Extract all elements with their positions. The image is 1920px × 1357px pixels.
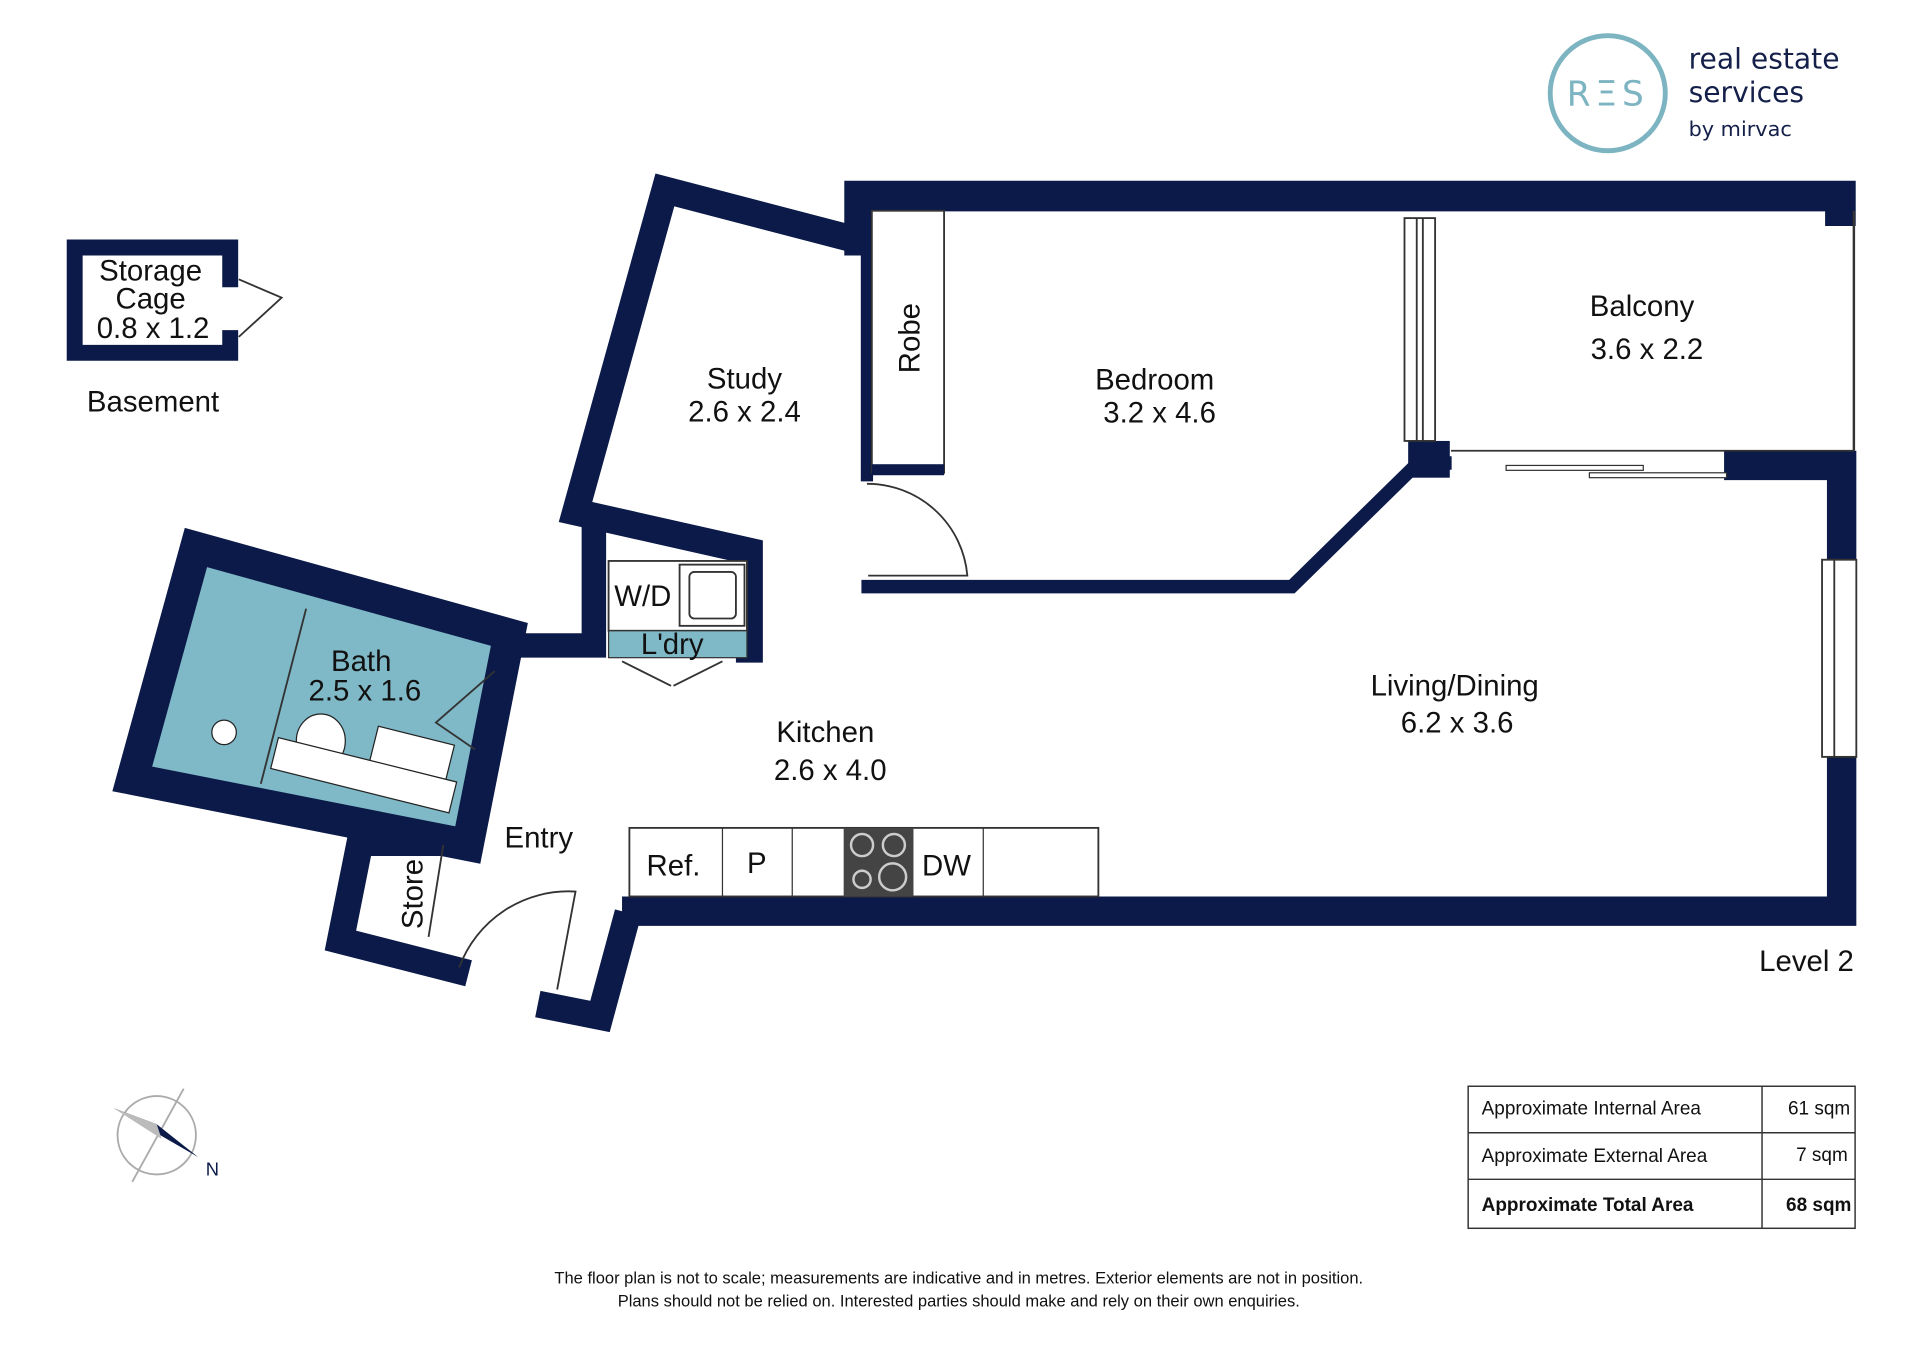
- living-dim: 6.2 x 3.6: [1401, 706, 1514, 739]
- logo-line2: services: [1689, 76, 1805, 109]
- storage-dim: 0.8 x 1.2: [97, 312, 210, 345]
- storage-label-1: Storage: [99, 255, 202, 288]
- study-dim: 2.6 x 2.4: [688, 395, 801, 428]
- bath-dim: 2.5 x 1.6: [309, 675, 422, 708]
- fridge-label: Ref.: [647, 850, 701, 883]
- study-label: Study: [707, 362, 782, 395]
- storage-label-2: Cage: [115, 283, 185, 316]
- store-label: Store: [396, 859, 429, 929]
- area-label-external: Approximate External Area: [1482, 1146, 1708, 1167]
- living-label: Living/Dining: [1371, 670, 1539, 703]
- entry-label: Entry: [504, 821, 573, 854]
- bath-label: Bath: [331, 645, 391, 678]
- area-label-total: Approximate Total Area: [1482, 1195, 1694, 1216]
- area-value-total: 68 sqm: [1786, 1195, 1851, 1216]
- robe-label: Robe: [894, 303, 927, 373]
- laundry-area: [607, 630, 748, 659]
- compass-north: N: [206, 1159, 219, 1180]
- laundry-label: L'dry: [641, 628, 704, 661]
- compass-icon: N: [113, 1088, 219, 1183]
- balcony-dim: 3.6 x 2.2: [1591, 333, 1704, 366]
- res-logo: RΞS real estate services by mirvac: [1547, 33, 1840, 154]
- logo-line3: by mirvac: [1689, 117, 1792, 141]
- area-value-external: 7 sqm: [1796, 1145, 1848, 1166]
- bedroom-label: Bedroom: [1095, 364, 1214, 397]
- bedroom-dim: 3.2 x 4.6: [1103, 397, 1216, 430]
- dishwasher-label: DW: [922, 850, 971, 883]
- area-label-internal: Approximate Internal Area: [1482, 1098, 1702, 1119]
- balcony-label: Balcony: [1590, 290, 1695, 323]
- wd-label: W/D: [614, 580, 671, 613]
- kitchen-bench: Ref. P DW: [628, 826, 1100, 898]
- storage-cage: Storage Cage 0.8 x 1.2 Basement: [66, 239, 284, 419]
- basement-label: Basement: [87, 386, 219, 419]
- area-table: Approximate Internal Area 61 sqm Approxi…: [1467, 1085, 1856, 1230]
- disclaimer-line2: Plans should not be relied on. Intereste…: [618, 1292, 1300, 1311]
- pantry-label: P: [747, 847, 767, 880]
- logo-line1: real estate: [1689, 43, 1840, 76]
- area-value-internal: 61 sqm: [1788, 1098, 1850, 1119]
- disclaimer-line1: The floor plan is not to scale; measurem…: [554, 1268, 1363, 1287]
- logo-mark: RΞS: [1567, 74, 1649, 114]
- level-label: Level 2: [1759, 945, 1854, 978]
- kitchen-label: Kitchen: [776, 716, 874, 749]
- kitchen-dim: 2.6 x 4.0: [774, 754, 887, 787]
